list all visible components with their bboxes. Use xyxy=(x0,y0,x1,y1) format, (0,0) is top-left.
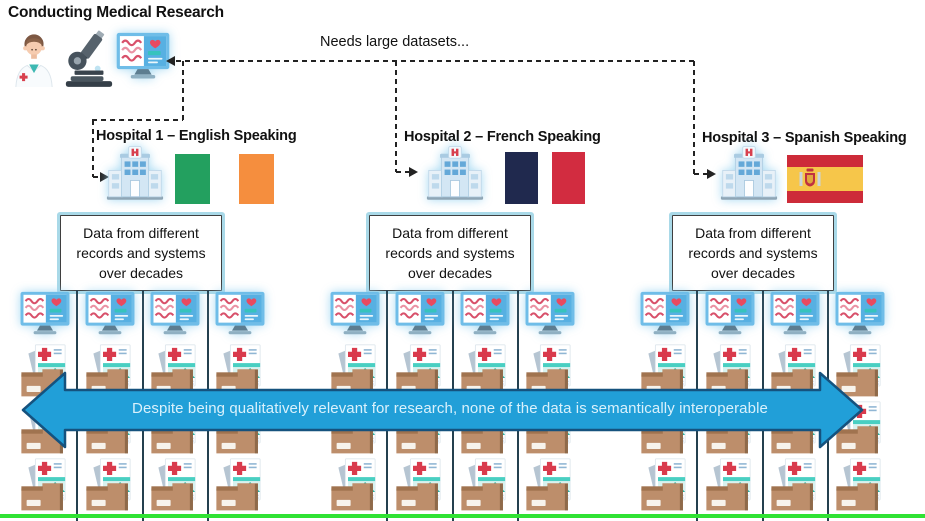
records-box-icon xyxy=(396,344,441,397)
hospital-2-icon-slot xyxy=(426,146,484,205)
data-note-line: Data from different xyxy=(392,225,508,241)
hospital-icon xyxy=(426,146,484,200)
records-column xyxy=(633,290,696,521)
data-note-line: records and systems xyxy=(385,245,515,261)
data-source-note-3: Data from different records and systems … xyxy=(672,215,834,291)
records-box-icon xyxy=(836,458,881,511)
monitor-icon xyxy=(215,291,265,335)
records-box-icon xyxy=(641,458,686,511)
connector-dashed-line xyxy=(93,176,101,178)
arrowhead-left-icon xyxy=(166,56,175,66)
hospital-icon xyxy=(720,146,778,200)
connector-dashed-line xyxy=(92,119,183,121)
records-column xyxy=(141,290,207,521)
arrowhead-right-icon xyxy=(707,169,716,179)
records-box-icon xyxy=(526,458,571,511)
records-box-icon xyxy=(771,458,816,511)
slide-bottom-green-line xyxy=(0,514,925,518)
arrowhead-right-icon xyxy=(100,172,109,182)
hospital-2-label: Hospital 2 – French Speaking xyxy=(404,129,601,145)
ireland-flag-icon xyxy=(175,154,274,204)
monitor-icon xyxy=(150,291,200,335)
monitor-icon xyxy=(395,291,445,335)
monitor-icon xyxy=(20,291,70,335)
arrowhead-right-icon xyxy=(409,167,418,177)
records-column xyxy=(826,290,892,521)
records-box-icon xyxy=(836,401,881,454)
interoperability-banner-arrow xyxy=(21,371,864,449)
data-note-line: records and systems xyxy=(76,245,206,261)
connector-dashed-line xyxy=(395,61,397,172)
france-flag-icon xyxy=(505,152,585,204)
microscope-icon xyxy=(65,30,113,87)
records-box-icon xyxy=(216,458,261,511)
connector-dashed-line xyxy=(396,171,410,173)
records-grid-hospital-1 xyxy=(13,290,272,521)
data-source-note-2: Data from different records and systems … xyxy=(369,215,531,291)
connector-dashed-line xyxy=(693,61,695,174)
doctor-icon xyxy=(15,34,53,88)
records-box-icon xyxy=(331,458,376,511)
records-box-icon xyxy=(21,458,66,511)
monitor-icon xyxy=(330,291,380,335)
data-note-line: over decades xyxy=(710,265,796,281)
data-note-line: Data from different xyxy=(695,225,811,241)
hospital-icon xyxy=(106,146,164,200)
records-column xyxy=(451,290,517,521)
hospital-3-icon-slot xyxy=(720,146,778,205)
monitor-icon xyxy=(835,291,885,335)
spain-flag-icon xyxy=(787,155,863,203)
data-note-line: Data from different xyxy=(83,225,199,241)
records-box-icon xyxy=(461,458,506,511)
records-box-icon xyxy=(706,458,751,511)
records-box-icon xyxy=(151,344,196,397)
monitor-icon xyxy=(85,291,135,335)
records-box-icon xyxy=(396,458,441,511)
hospital-1-icon-slot xyxy=(106,146,164,205)
needs-datasets-note: Needs large datasets... xyxy=(320,34,470,50)
monitor-icon xyxy=(705,291,755,335)
connector-dashed-line xyxy=(694,173,707,175)
connector-dashed-line xyxy=(92,120,94,177)
monitor-icon xyxy=(640,291,690,335)
data-note-line: records and systems xyxy=(688,245,818,261)
records-column xyxy=(13,290,76,521)
records-column xyxy=(696,290,761,521)
monitor-icon xyxy=(770,291,820,335)
monitor-icon xyxy=(460,291,510,335)
connector-dashed-line xyxy=(182,61,184,120)
records-box-icon xyxy=(526,344,571,397)
monitor-icon xyxy=(116,32,170,79)
data-note-line: over decades xyxy=(98,265,184,281)
page-title: Conducting Medical Research xyxy=(8,4,224,21)
records-box-icon xyxy=(836,344,881,397)
data-source-note-1: Data from different records and systems … xyxy=(60,215,222,291)
monitor-icon xyxy=(525,291,575,335)
connector-dashed-line xyxy=(176,60,694,62)
hospital-3-label: Hospital 3 – Spanish Speaking xyxy=(702,130,907,146)
records-box-icon xyxy=(86,458,131,511)
hospital-1-label: Hospital 1 – English Speaking xyxy=(96,128,297,144)
banner-text: Despite being qualitatively relevant for… xyxy=(132,400,768,417)
data-note-line: over decades xyxy=(407,265,493,281)
records-box-icon xyxy=(151,458,196,511)
